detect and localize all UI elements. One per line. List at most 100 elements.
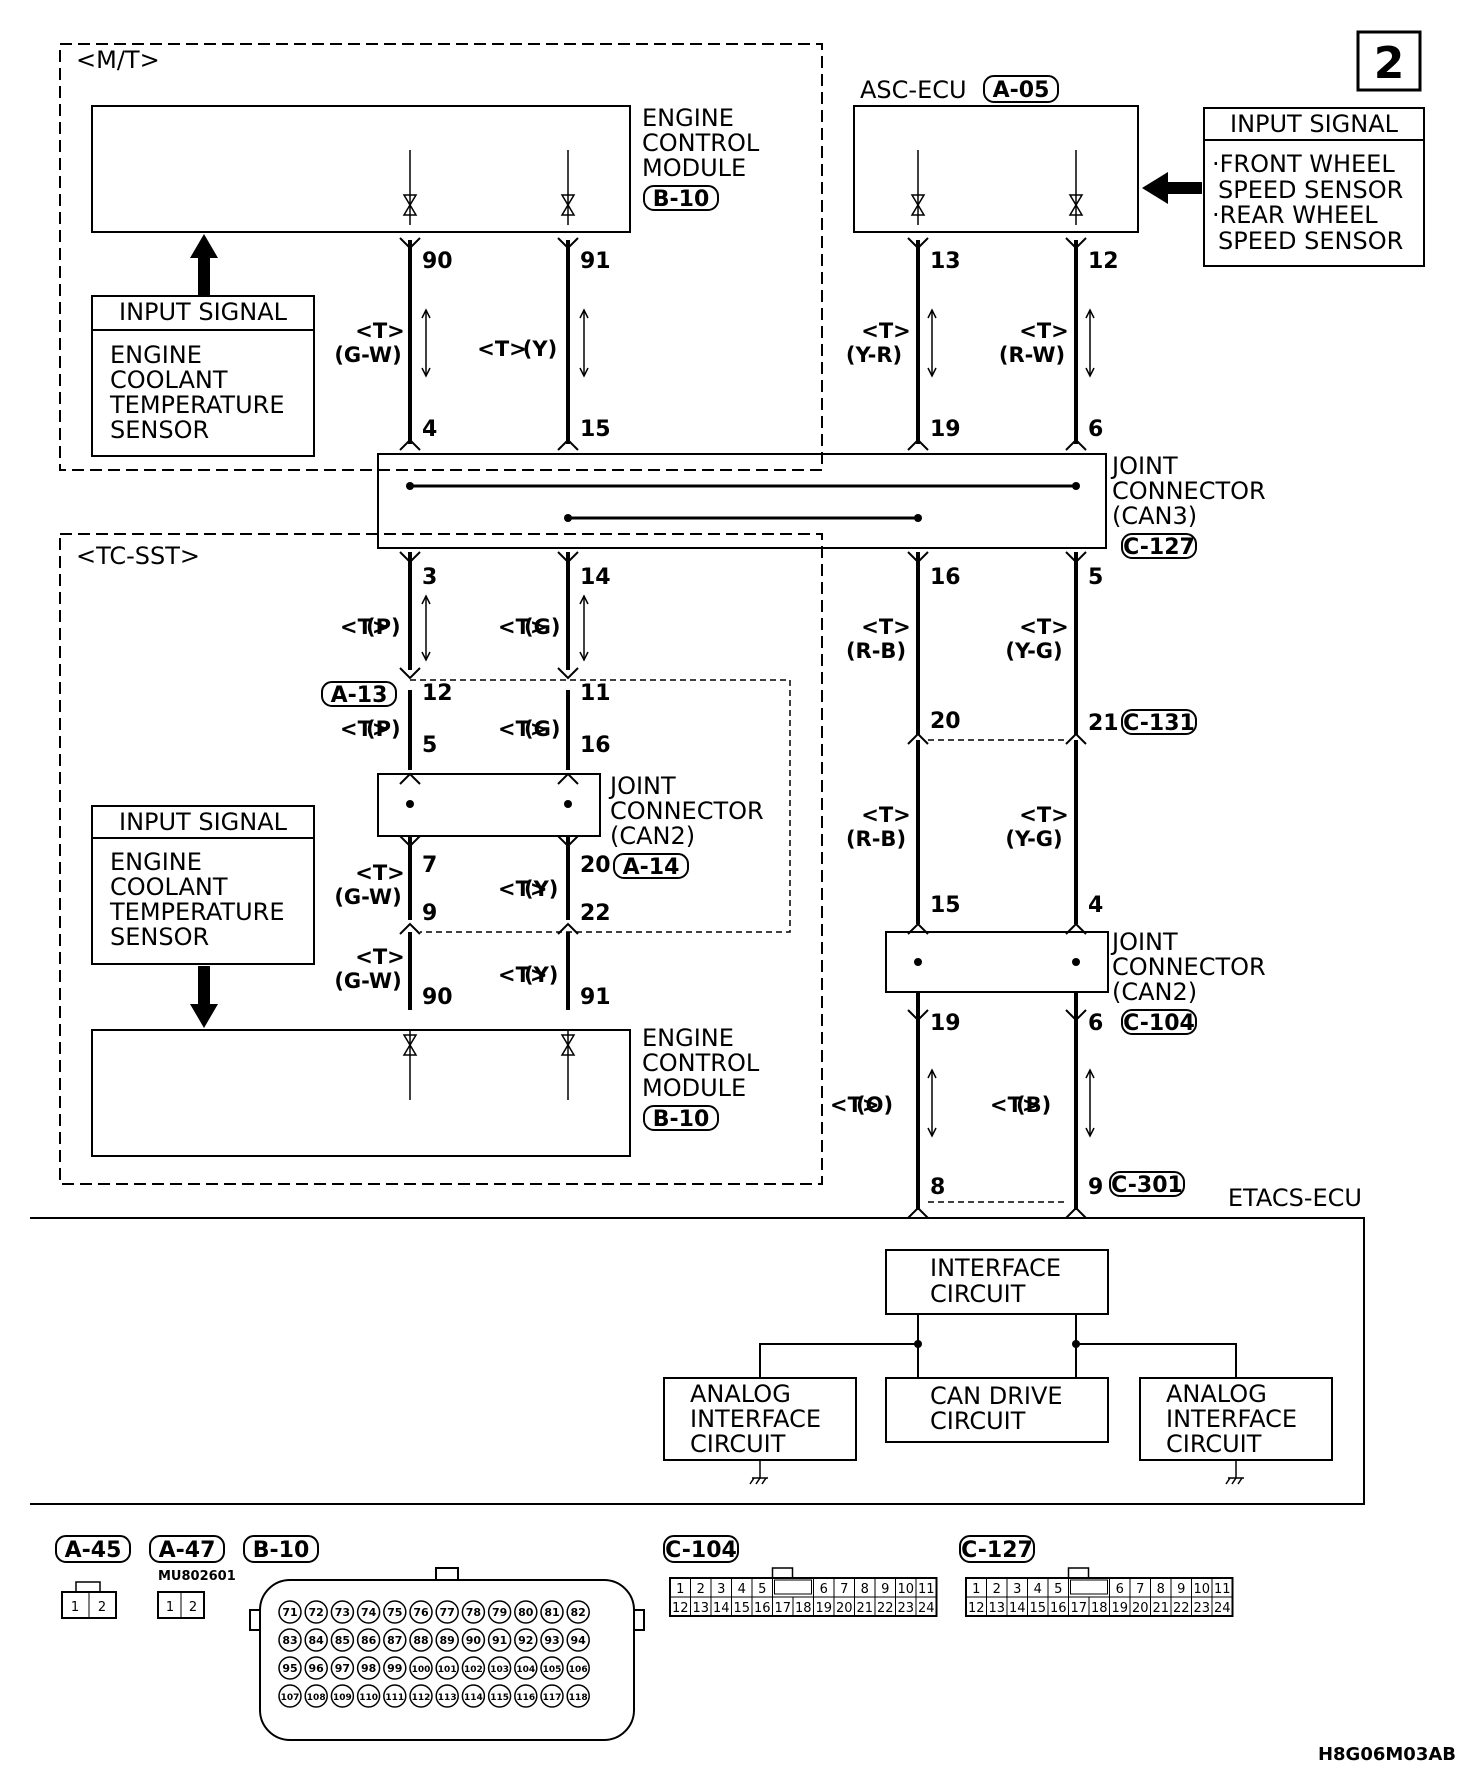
rc-wire2-right-tag: <T>	[1019, 803, 1069, 827]
tcsst-wire-b-left: (P)	[366, 717, 401, 741]
rc-wire2-left-tag: <T>	[861, 803, 911, 827]
mt-input-line2: COOLANT	[110, 366, 228, 394]
rc-wire1-left-tag: <T>	[861, 615, 911, 639]
b10-pin	[461, 1656, 486, 1680]
b10-pin-label: 78	[466, 1606, 481, 1619]
mt-input-line3: TEMPERATURE	[109, 391, 285, 419]
c301-connector: C-301	[1111, 1173, 1183, 1198]
b10-pin-label: 91	[492, 1634, 507, 1647]
legend-a47-label: A-47	[159, 1538, 216, 1563]
b10-pin-label: 89	[440, 1634, 455, 1647]
b10-pin	[304, 1600, 328, 1624]
b10-pin-label: 115	[490, 1693, 509, 1703]
asc-wire-left-tag: <T>	[861, 319, 911, 343]
b10-pin	[461, 1600, 486, 1624]
grid-cell-label: 2	[993, 1582, 1001, 1597]
asc-pin-13: 13	[930, 249, 961, 274]
grid-cell-label: 18	[1091, 1601, 1108, 1616]
b10-pin	[356, 1600, 381, 1624]
b10-pin	[409, 1684, 433, 1708]
joint-can2-a14-line1: JOINT	[608, 772, 676, 800]
mt-input-title: INPUT SIGNAL	[119, 298, 288, 326]
joint-c104-line3: (CAN2)	[1112, 978, 1197, 1006]
rc-wire3-left: (O)	[856, 1093, 893, 1117]
b10-pin	[461, 1684, 486, 1708]
figure-code: H8G06M03AB	[1318, 1744, 1456, 1765]
legend-c104-label: C-104	[665, 1538, 737, 1563]
b10-pin-label: 99	[387, 1662, 402, 1675]
mt-wire-right-tag: <T>	[477, 337, 527, 361]
grid-cell-label: 12	[672, 1601, 689, 1616]
tcsst-wire-a-left: (P)	[366, 615, 401, 639]
grid-cell-label: 23	[897, 1601, 914, 1616]
b10-pin	[514, 1600, 538, 1624]
mt-ecm-line2: CONTROL	[642, 129, 760, 157]
mt-ecm-connector: B-10	[653, 187, 710, 212]
b10-pin-label: 108	[307, 1693, 326, 1703]
b10-pin	[487, 1656, 512, 1680]
tcsst-input-title: INPUT SIGNAL	[119, 808, 288, 836]
can3-pin-3: 3	[422, 565, 437, 590]
b10-pin	[514, 1628, 538, 1652]
connector-marks	[399, 237, 1087, 1219]
mt-input-arrow-icon	[190, 234, 218, 296]
tcsst-pin-9: 9	[422, 901, 437, 926]
grid-cell-label: 23	[1193, 1601, 1210, 1616]
b10-pin-label: 72	[309, 1606, 324, 1619]
grid-cell-label: 3	[717, 1582, 725, 1597]
tcsst-ecm-pin-90: 90	[422, 985, 453, 1010]
wheel-input-arrow-icon	[1142, 172, 1202, 204]
tcsst-input-line2: COOLANT	[110, 873, 228, 901]
b10-pin	[356, 1656, 381, 1680]
b10-connector-outline	[259, 1579, 635, 1741]
mt-ecm-connector-badge	[643, 185, 719, 211]
b10-pin-label: 84	[309, 1634, 325, 1647]
c301-badge	[1109, 1171, 1185, 1197]
b10-pin-label: 77	[440, 1606, 455, 1619]
b10-pin	[435, 1656, 459, 1680]
legend-c127-label: C-127	[961, 1538, 1033, 1563]
tcsst-wire-d-left: (G-W)	[334, 969, 401, 993]
b10-pin-label: 75	[387, 1606, 402, 1619]
mt-ecm-line1: ENGINE	[642, 104, 734, 132]
b10-pin-label: 71	[282, 1606, 297, 1619]
joint-can2-a14-line2: CONNECTOR	[610, 797, 764, 825]
rc-wire1-left: (R-B)	[846, 639, 906, 663]
main-wires	[408, 240, 1078, 1210]
mt-pin-91: 91	[580, 249, 611, 274]
grid-cell-label: 7	[840, 1582, 848, 1597]
tcsst-input-arrow-icon	[190, 966, 218, 1028]
b10-pin-label: 117	[543, 1693, 562, 1703]
b10-pin	[304, 1656, 328, 1680]
ecu-pin-symbols	[402, 150, 1084, 1100]
grid-cell-label: 12	[968, 1601, 985, 1616]
b10-pin	[566, 1656, 590, 1680]
grid-cell-label: 5	[758, 1582, 766, 1597]
b10-pin	[487, 1684, 512, 1708]
b10-pin	[278, 1656, 302, 1680]
joint-can3-line2: CONNECTOR	[1112, 477, 1266, 505]
legend-a45-pin1: 1	[71, 1600, 79, 1615]
c301-pin-8: 8	[930, 1175, 945, 1200]
b10-pin	[487, 1600, 512, 1624]
can-drive-circuit-box	[885, 1377, 1109, 1443]
grid-cell-label: 8	[1157, 1582, 1165, 1597]
a14-badge	[613, 853, 689, 879]
b10-pin	[304, 1628, 328, 1652]
tcsst-ecm-line2: CONTROL	[642, 1049, 760, 1077]
b10-pin-label: 106	[569, 1665, 588, 1675]
grid-cell-label: 16	[754, 1601, 771, 1616]
rc-pin-15: 15	[930, 893, 961, 918]
c104-pin-6: 6	[1088, 1011, 1103, 1036]
wheel-input-line4: SPEED SENSOR	[1218, 227, 1403, 255]
mt-input-line4: SENSOR	[110, 416, 209, 444]
b10-pin	[514, 1656, 538, 1680]
a13-pin-12: 12	[422, 681, 453, 706]
tcsst-ecm-line3: MODULE	[642, 1074, 746, 1102]
c131-connector: C-131	[1123, 711, 1195, 736]
b10-pin-label: 98	[361, 1662, 376, 1675]
b10-pin	[383, 1600, 407, 1624]
b10-pin-label: 79	[492, 1606, 507, 1619]
